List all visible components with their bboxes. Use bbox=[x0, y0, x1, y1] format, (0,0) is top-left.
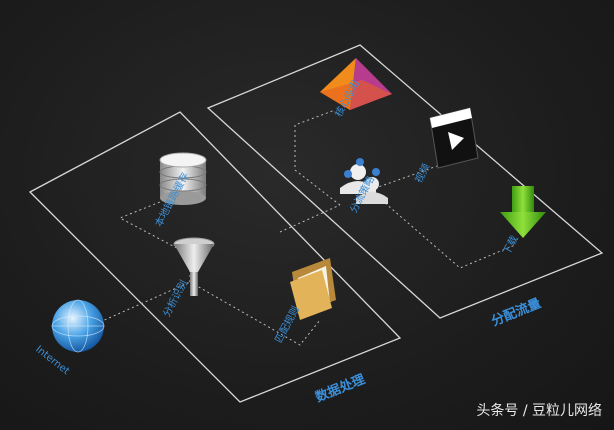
pyramid-icon bbox=[320, 58, 392, 110]
database-icon bbox=[159, 152, 207, 205]
data-processing-panel bbox=[28, 111, 402, 403]
funnel-icon bbox=[173, 237, 215, 296]
folder-icon bbox=[290, 258, 336, 320]
globe-icon bbox=[51, 299, 105, 353]
download-arrow-icon bbox=[500, 186, 546, 238]
connector-lines bbox=[99, 109, 516, 346]
watermark: 头条号 / 豆粒儿网络 bbox=[476, 403, 602, 419]
traffic-distribution-panel bbox=[206, 44, 604, 319]
users-icon bbox=[340, 158, 388, 204]
video-icon bbox=[429, 107, 479, 169]
